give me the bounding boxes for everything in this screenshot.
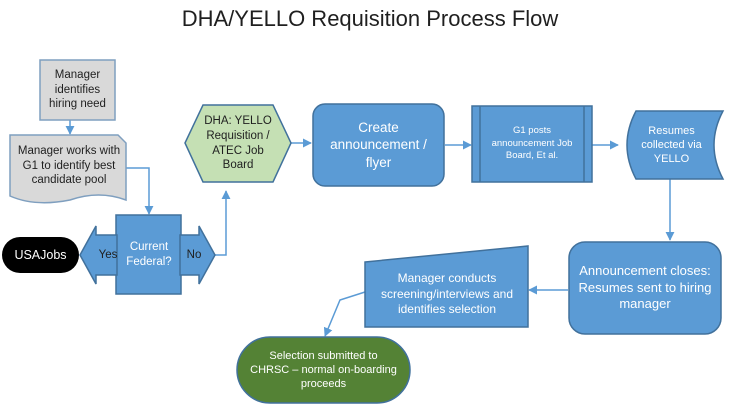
node-identify-need	[39, 59, 116, 121]
node-selection-submitted-label: Selection submitted to CHRSC – normal on…	[250, 349, 397, 391]
connector-no-to-dha	[215, 190, 231, 256]
node-identify-need-label: Manager identifies hiring need	[49, 68, 106, 111]
arrow-no	[179, 225, 216, 285]
no-label: No	[186, 248, 202, 261]
node-create-announcement	[312, 103, 445, 187]
node-dha-yello	[184, 104, 292, 183]
node-g1-posts-label: G1 posts announcement Job Board, Et al.	[491, 125, 573, 162]
node-g1-posts	[471, 105, 593, 183]
connector-g1-to-federal	[125, 167, 154, 215]
node-screening	[364, 245, 529, 328]
node-screening-label: Manager conducts screening/interviews an…	[380, 271, 514, 317]
node-selection-submitted	[236, 336, 411, 404]
node-usajobs	[2, 237, 79, 273]
node-work-with-g1	[9, 134, 127, 204]
node-current-federal-label: Current Federal?	[126, 241, 172, 268]
node-announcement-closes-label: Announcement closes: Resumes sent to hir…	[578, 262, 712, 312]
node-work-with-g1-label: Manager works with G1 to identify best c…	[17, 144, 121, 187]
node-create-announcement-label: Create announcement / flyer	[330, 119, 427, 170]
node-current-federal	[115, 214, 182, 295]
node-resumes-collected-label: Resumes collected via YELLO	[641, 124, 702, 166]
page-title: DHA/YELLO Requisition Process Flow	[181, 6, 559, 31]
connector-screening-to-selection	[323, 291, 366, 337]
node-resumes-collected	[626, 110, 725, 180]
node-announcement-closes	[568, 241, 722, 335]
arrow-yes	[79, 225, 118, 285]
node-dha-yello-label: DHA: YELLO Requisition / ATEC Job Board	[204, 114, 272, 172]
yes-label: Yes	[98, 248, 118, 261]
node-usajobs-label: USAJobs	[14, 247, 67, 262]
